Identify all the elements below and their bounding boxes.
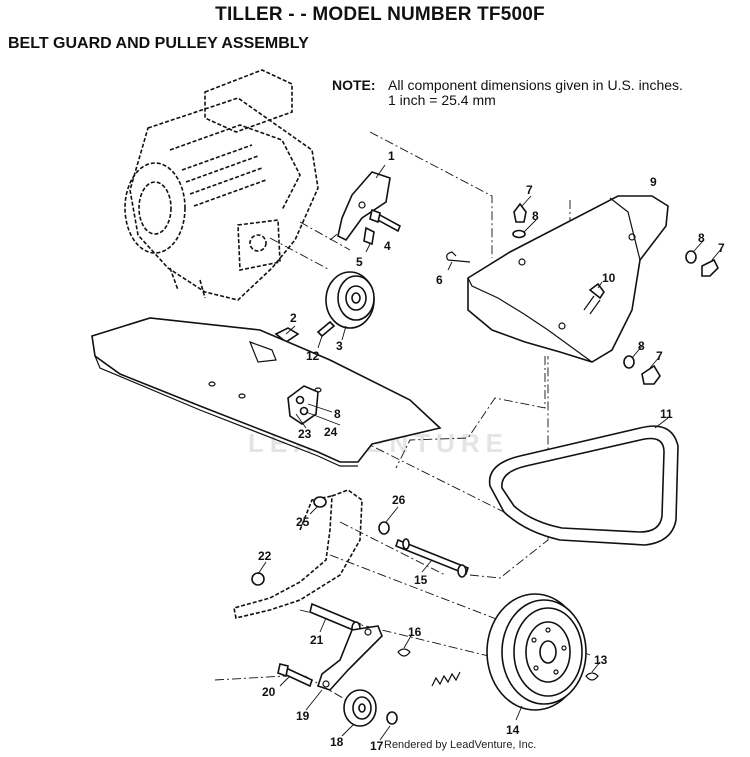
part-8-washer-top <box>512 229 526 239</box>
callout-19: 19 <box>296 709 310 723</box>
render-credit: Rendered by LeadVenture, Inc. <box>384 739 537 751</box>
callout-23: 23 <box>298 427 312 441</box>
callout-8-right: 8 <box>698 231 705 245</box>
part-7-nut-right <box>701 258 719 277</box>
part-13-clip <box>585 672 599 681</box>
callout-7-lower: 7 <box>656 349 663 363</box>
part-8-washer-right <box>685 250 697 264</box>
callout-numbers: 1 2 3 4 5 6 7 7 7 8 8 8 8 9 10 11 12 13 … <box>258 149 725 753</box>
callout-18: 18 <box>330 735 344 749</box>
idler-mounting-bracket <box>233 489 363 619</box>
page-title: TILLER - - MODEL NUMBER TF500F <box>215 4 545 25</box>
note-label: NOTE: <box>332 77 376 93</box>
callout-24: 24 <box>324 425 338 439</box>
callout-8-plate: 8 <box>334 407 341 421</box>
part-11-belt <box>488 425 679 546</box>
callout-20: 20 <box>262 685 276 699</box>
callout-1: 1 <box>388 149 395 163</box>
callout-17: 17 <box>370 739 384 753</box>
callout-26: 26 <box>392 493 406 507</box>
callout-12: 12 <box>306 349 320 363</box>
note-line-2: 1 inch = 25.4 mm <box>388 92 496 108</box>
spring <box>431 671 461 687</box>
callout-11: 11 <box>660 407 673 421</box>
part-5-screw <box>363 226 375 253</box>
callout-2: 2 <box>290 311 297 325</box>
callout-4: 4 <box>384 239 391 253</box>
callout-5: 5 <box>356 255 363 269</box>
callout-16: 16 <box>408 625 422 639</box>
part-15-shaft <box>395 538 469 578</box>
dimension-note: NOTE: All component dimensions given in U… <box>332 78 683 108</box>
callout-6: 6 <box>436 273 443 287</box>
part-16-clip <box>397 648 411 657</box>
callout-13: 13 <box>594 653 608 667</box>
part-18-idler-pulley <box>343 689 377 727</box>
callout-25: 25 <box>296 515 310 529</box>
part-1-bracket <box>337 164 391 242</box>
part-20-bolt <box>277 663 313 688</box>
part-24-nuts <box>295 395 309 416</box>
callout-3: 3 <box>336 339 343 353</box>
callout-8-top: 8 <box>532 209 539 223</box>
callout-9: 9 <box>650 175 657 189</box>
part-17-washer <box>386 711 398 725</box>
callout-22: 22 <box>258 549 272 563</box>
part-19-idler-arm <box>316 625 383 691</box>
part-12-pin <box>316 320 336 338</box>
part-23-plate <box>287 385 319 425</box>
callout-7-top: 7 <box>526 183 533 197</box>
part-9-belt-guard <box>467 195 669 363</box>
part-6-hook-pin <box>446 251 471 263</box>
callout-7-right: 7 <box>718 241 725 255</box>
engine <box>124 69 319 301</box>
callout-21: 21 <box>310 633 324 647</box>
tiller-frame <box>91 317 442 467</box>
callout-14: 14 <box>506 723 520 737</box>
part-4-bolt <box>369 208 402 233</box>
note-line-1: All component dimensions given in U.S. i… <box>388 77 683 93</box>
part-14-drive-pulley <box>486 593 587 711</box>
part-25-washer <box>313 496 327 508</box>
callout-8-lower: 8 <box>638 339 645 353</box>
callout-leaders <box>257 195 723 741</box>
part-26-washer <box>378 521 390 535</box>
part-7-nut-lower <box>641 364 661 385</box>
callout-15: 15 <box>414 573 428 587</box>
part-8-washer-lower <box>623 355 635 369</box>
callout-10: 10 <box>602 271 616 285</box>
assembly-subtitle: BELT GUARD AND PULLEY ASSEMBLY <box>8 35 309 52</box>
part-7-nut-top <box>513 202 527 223</box>
part-10-bolt <box>583 282 605 315</box>
part-22-washer <box>251 572 265 586</box>
part-3-engine-pulley <box>325 271 375 329</box>
